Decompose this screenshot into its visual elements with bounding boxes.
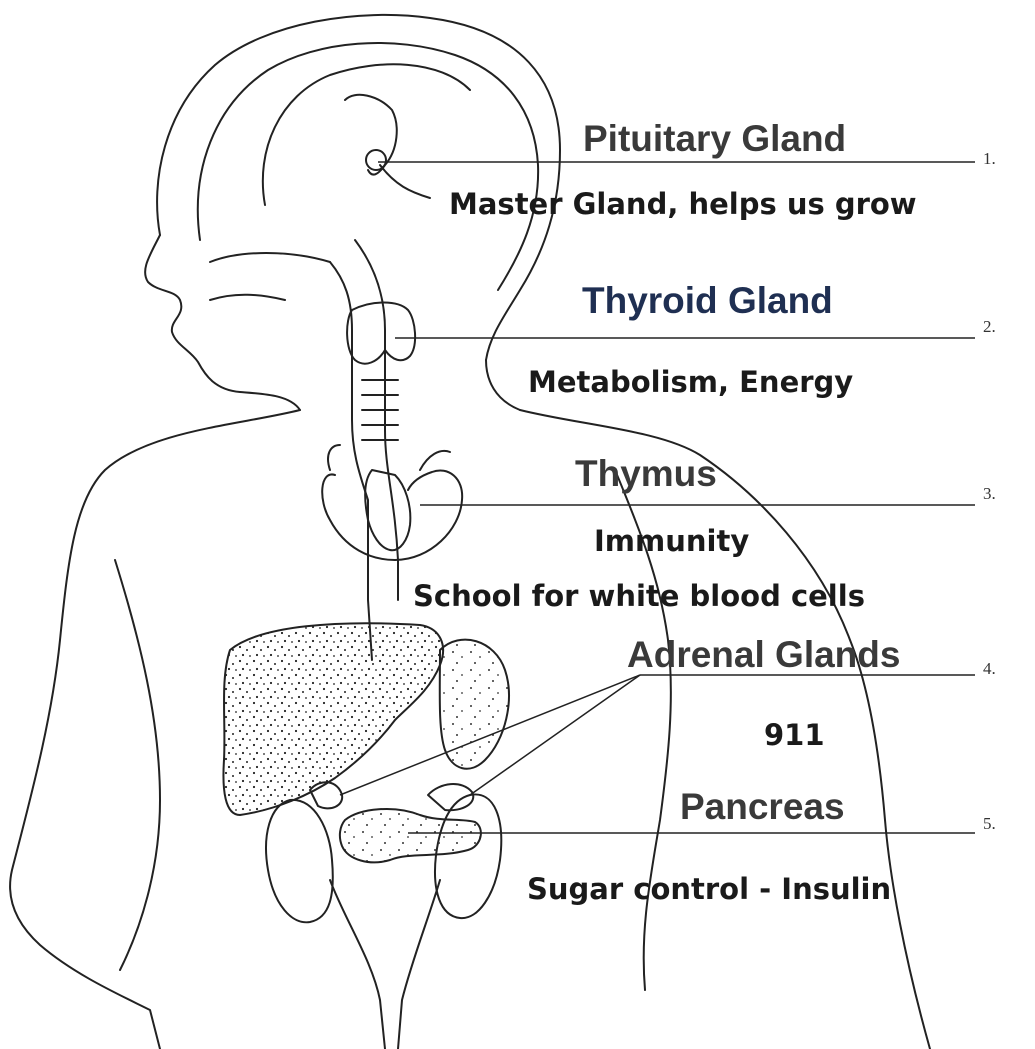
airway-tube (330, 262, 372, 660)
number-3: 3. (983, 485, 996, 502)
liver (223, 623, 443, 815)
right-kidney (435, 794, 501, 918)
trachea-rings (362, 380, 398, 440)
airway-tube-back (355, 240, 398, 600)
desc-adrenal-glands: 911 (764, 721, 825, 750)
label-adrenal-glands: Adrenal Glands (627, 636, 900, 673)
pituitary-dot (366, 150, 386, 170)
desc-thymus-1: Immunity (594, 527, 749, 556)
face-profile (145, 235, 300, 410)
label-thymus: Thymus (575, 455, 717, 492)
desc-thymus-2: School for white blood cells (413, 582, 865, 611)
thyroid-shape (347, 303, 415, 364)
left-kidney (266, 800, 333, 922)
stomach (440, 640, 509, 769)
hypothalamus-stalk (380, 165, 430, 198)
left-arm-inner (115, 560, 160, 970)
label-pancreas: Pancreas (680, 788, 845, 825)
nasal-cavity (210, 253, 330, 300)
neck-back (486, 360, 520, 410)
pancreas (340, 809, 481, 862)
desc-pancreas: Sugar control - Insulin (527, 875, 891, 904)
left-adrenal (310, 782, 342, 808)
ureters (330, 880, 440, 1049)
desc-pituitary-gland: Master Gland, helps us grow (449, 190, 917, 219)
label-pituitary-gland: Pituitary Gland (583, 120, 846, 157)
label-thyroid-gland: Thyroid Gland (582, 282, 833, 319)
number-2: 2. (983, 318, 996, 335)
number-5: 5. (983, 815, 996, 832)
torso-right (520, 410, 930, 1049)
number-4: 4. (983, 660, 996, 677)
heart-shape (322, 470, 462, 560)
thymus-lobes (365, 470, 410, 550)
desc-thyroid-gland: Metabolism, Energy (528, 368, 853, 397)
great-vessels (328, 445, 450, 470)
brain-curve (263, 64, 470, 205)
number-1: 1. (983, 150, 996, 167)
